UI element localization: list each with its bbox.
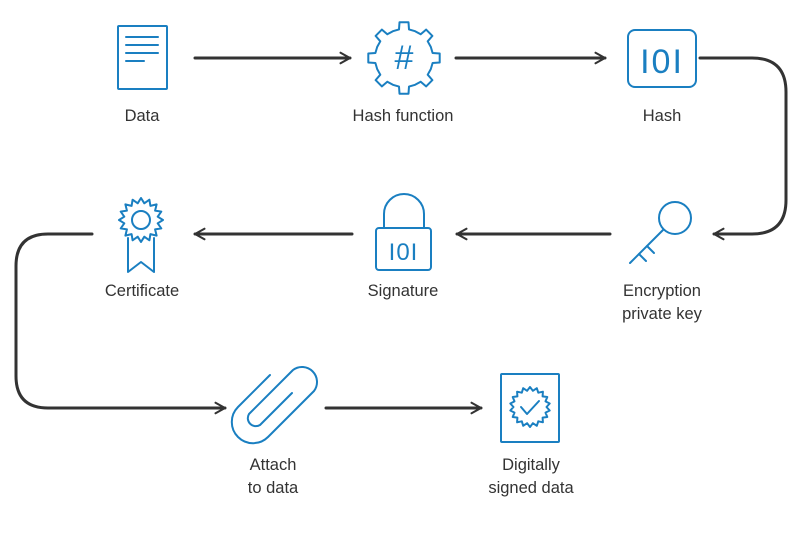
hash-symbol-glyph: #: [395, 39, 414, 77]
node-label-signature: Signature: [367, 282, 439, 300]
node-label-hash: Hash: [642, 107, 682, 125]
key-icon: [629, 201, 692, 264]
binary-glyph: I0I: [640, 43, 684, 81]
arrow-hash-to-encryption-key: [698, 56, 788, 241]
paperclip-icon: [230, 366, 318, 445]
node-label-hash-function: Hash function: [352, 107, 454, 125]
padlock-icon: I0I: [375, 193, 432, 271]
certificate-ribbon-icon: [118, 197, 164, 273]
node-label-attach-to-data: Attach to data: [247, 456, 299, 497]
node-label-certificate: Certificate: [104, 282, 180, 300]
arrow-certificate-to-attach: [14, 232, 227, 415]
document-icon: [117, 25, 168, 90]
node-label-encryption-private-key: Encryption private key: [622, 282, 702, 323]
padlock-binary-glyph: I0I: [389, 239, 419, 266]
binary-hash-icon: I0I: [627, 29, 697, 88]
node-label-digitally-signed-data: Digitally signed data: [488, 456, 574, 497]
signed-document-icon: [500, 373, 560, 443]
node-label-data: Data: [124, 107, 160, 125]
gear-hash-icon: #: [367, 21, 441, 95]
edges: [14, 51, 788, 415]
